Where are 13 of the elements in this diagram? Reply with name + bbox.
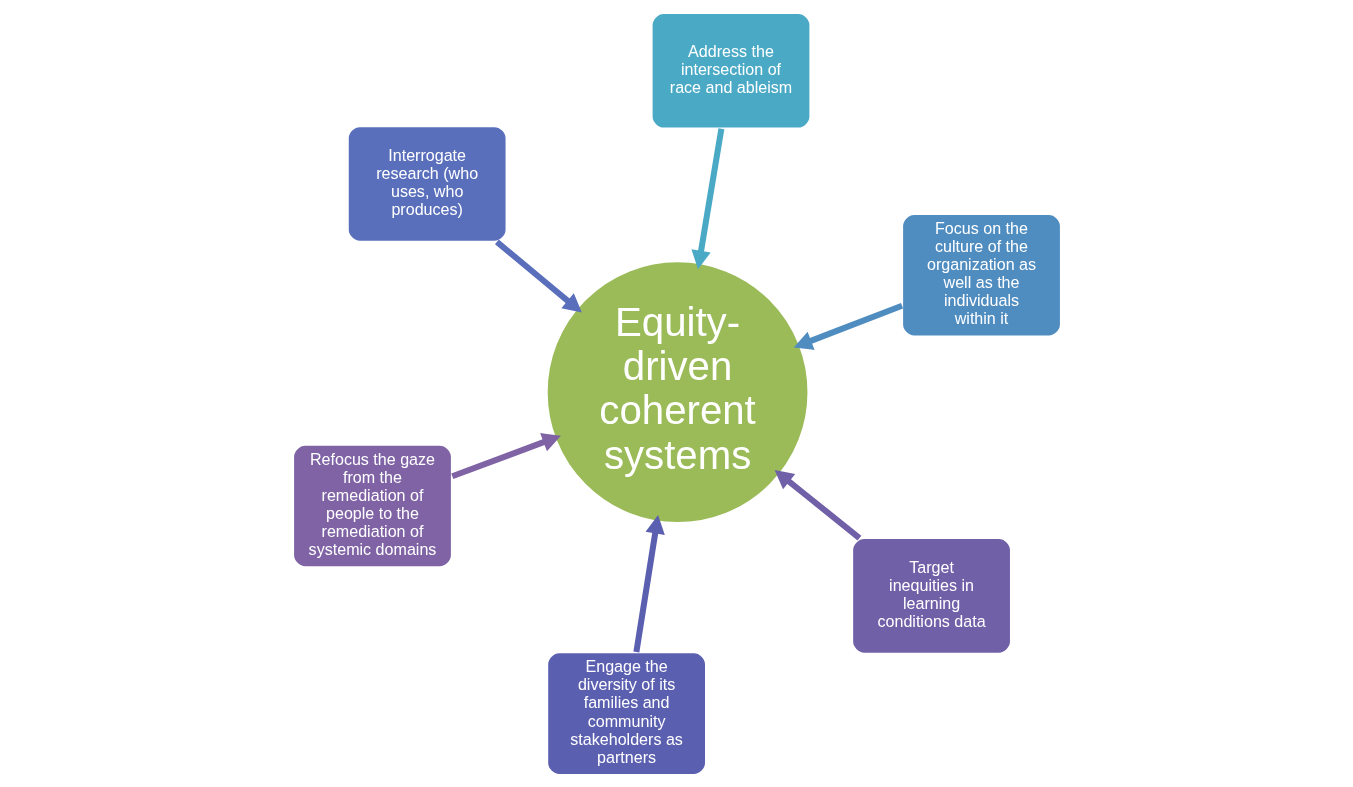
arrow bbox=[632, 514, 665, 653]
node-circle: Equity-driven coherent systems bbox=[545, 259, 809, 524]
arrow bbox=[450, 432, 561, 479]
node-box: Focus on the culture of the organization as well as the individuals within it bbox=[900, 212, 1062, 338]
node-box: Refocus the gaze from the remediation of people to the remediation of systemic domains bbox=[291, 443, 453, 568]
arrow bbox=[690, 127, 724, 269]
arrow bbox=[793, 302, 903, 350]
arrow bbox=[774, 469, 861, 540]
node-box: Address the intersection of race and ableism bbox=[650, 11, 811, 130]
node-box: Target inequities in learning conditions data bbox=[850, 536, 1012, 655]
arrow bbox=[494, 239, 582, 313]
node-box: Interrogate research (who uses, who produces) bbox=[346, 124, 508, 243]
node-box: Engage the diversity of its families and community stakeholders as partners bbox=[545, 650, 707, 776]
